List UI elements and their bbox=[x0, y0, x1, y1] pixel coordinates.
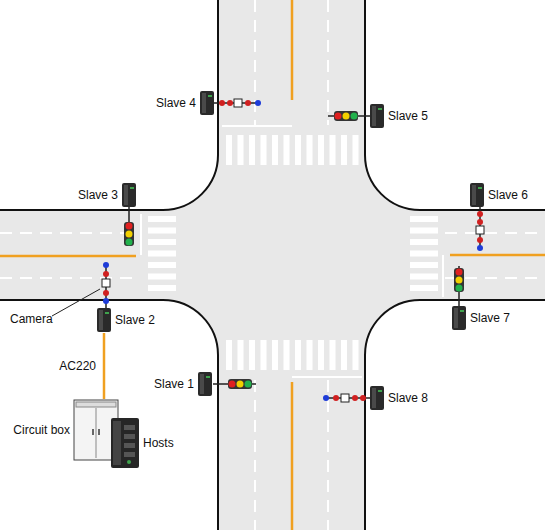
device-label: Hosts bbox=[140, 436, 177, 450]
slave-device: Slave 1 bbox=[151, 371, 213, 397]
device-label: Slave 8 bbox=[385, 391, 431, 405]
slave-device: Slave 8 bbox=[369, 385, 431, 411]
callout-label: Camera bbox=[10, 312, 53, 326]
slave-icon bbox=[469, 182, 485, 208]
slave-icon bbox=[369, 385, 385, 411]
crosswalks bbox=[148, 135, 438, 370]
slave-device: Slave 5 bbox=[369, 103, 431, 129]
device-label: Slave 4 bbox=[153, 96, 199, 110]
device-label: Slave 6 bbox=[485, 188, 531, 202]
host-device: Hosts bbox=[110, 417, 177, 469]
camera-poles bbox=[102, 99, 484, 402]
slave-icon bbox=[199, 90, 215, 116]
power-cable bbox=[103, 333, 106, 399]
slave-device: Slave 3 bbox=[75, 182, 137, 208]
device-label: Slave 7 bbox=[467, 311, 513, 325]
slave-icon bbox=[451, 305, 467, 331]
device-label: Slave 1 bbox=[151, 377, 197, 391]
device-label: Circuit box bbox=[10, 423, 73, 437]
circuit-box: Circuit box bbox=[10, 399, 119, 461]
host-icon bbox=[110, 417, 140, 469]
device-label: Slave 5 bbox=[385, 109, 431, 123]
slave-icon bbox=[96, 307, 112, 333]
traffic-poles bbox=[106, 103, 480, 398]
cable-label: AC220 bbox=[59, 359, 96, 373]
slave-icon bbox=[197, 371, 213, 397]
slave-device: Slave 4 bbox=[153, 90, 215, 116]
slave-device: Slave 7 bbox=[451, 305, 513, 331]
slave-device: Slave 6 bbox=[469, 182, 531, 208]
slave-device: Slave 2 bbox=[96, 307, 158, 333]
signal-lamps bbox=[124, 111, 464, 389]
slave-icon bbox=[369, 103, 385, 129]
device-label: Slave 2 bbox=[112, 313, 158, 327]
stop-lines bbox=[141, 126, 443, 377]
camera-leader bbox=[52, 289, 100, 316]
device-label: Slave 3 bbox=[75, 188, 121, 202]
slave-icon bbox=[121, 182, 137, 208]
